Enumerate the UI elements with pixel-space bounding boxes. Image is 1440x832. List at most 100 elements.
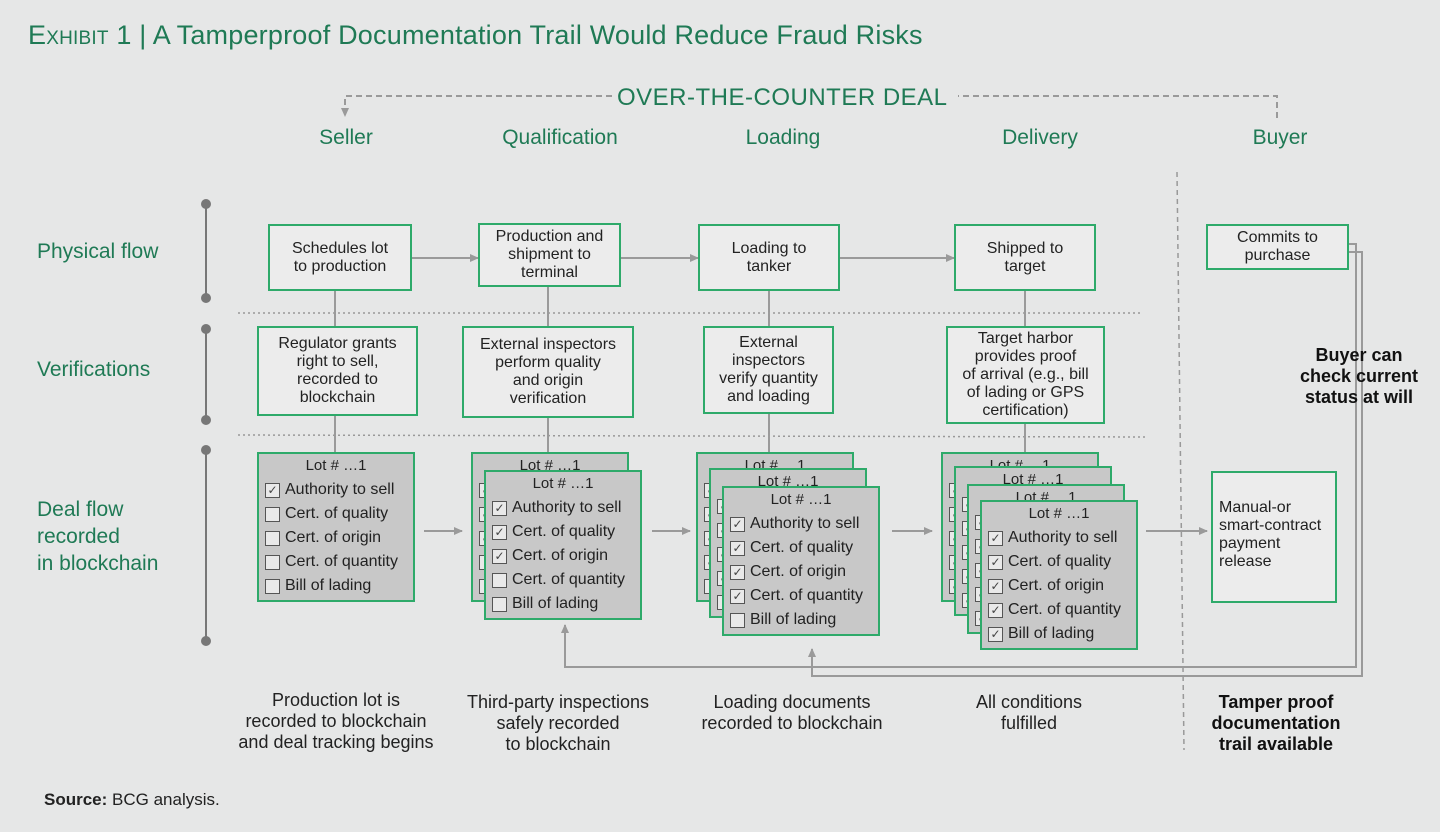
caption-line: check current [1299, 366, 1419, 386]
card-item-label: Bill of lading [750, 611, 837, 628]
card-item: Cert. of quality [265, 502, 407, 526]
card-item-label: Cert. of quality [750, 539, 854, 556]
lot-number: Lot # …1 [770, 491, 832, 508]
caption-loading: Loading documents recorded to blockchain [682, 692, 902, 734]
stage-seller: Seller [319, 126, 373, 149]
stage-buyer: Buyer [1252, 126, 1308, 149]
otc-deal-label: OVER-THE-COUNTER DEAL [615, 84, 950, 112]
card-item-label: Authority to sell [285, 481, 395, 498]
card-item: ✓ Cert. of quality [492, 520, 634, 544]
card-item: ✓Cert. of origin [988, 574, 1130, 598]
card-item-label: Cert. of quantity [285, 553, 398, 570]
box-line: External [739, 334, 798, 351]
empty-checkbox-icon [265, 506, 280, 522]
caption-line: trail available [1218, 734, 1334, 754]
checked-checkbox-icon: ✓ [730, 564, 745, 580]
row-label-verifications: Verifications [37, 358, 151, 381]
checked-checkbox-icon: ✓ [730, 540, 745, 556]
empty-checkbox-icon [265, 554, 280, 570]
card-item-label: Authority to sell [1008, 529, 1118, 546]
checked-checkbox-icon: ✓ [730, 588, 745, 604]
card-item-label: Cert. of origin [750, 563, 847, 580]
card-item: ✓ Cert. of quality [730, 536, 872, 560]
checked-checkbox-icon: ✓ [492, 500, 507, 516]
blockchain-card-qualification: Lot # …1✓Authority to sell✓Cert. of qual… [484, 470, 642, 620]
card-item-label: Cert. of quality [285, 505, 389, 522]
box-line: Regulator grants [278, 335, 397, 352]
caption-line: documentation [1211, 713, 1341, 733]
box-line: release [1219, 553, 1272, 570]
exhibit-number: Exhibit 1 [28, 20, 132, 50]
box-line: payment [1219, 535, 1281, 552]
card-item-label: Cert. of quantity [512, 571, 625, 588]
empty-checkbox-icon [730, 612, 745, 628]
card-item: ✓ Authority to sell [730, 512, 872, 536]
box-line: certification) [982, 402, 1069, 419]
box-line: terminal [521, 264, 578, 281]
row-label-line: Deal flow [37, 498, 124, 521]
row-label-line: in blockchain [37, 552, 159, 575]
card-item-label: Bill of lading [1008, 625, 1095, 642]
title-separator: | [139, 20, 147, 50]
row-separator [237, 434, 1147, 438]
box-line: recorded to [297, 371, 378, 388]
row-label-deal-flow: Deal flow recorded in blockchain [37, 496, 158, 577]
card-item-label: Cert. of origin [285, 529, 382, 546]
caption-line: Buyer can [1315, 345, 1403, 365]
lot-number: Lot # …1 [305, 457, 367, 474]
box-line: tanker [746, 257, 792, 275]
card-item: Bill of lading [492, 592, 634, 616]
box-line: verification [509, 390, 587, 407]
box-line: Shipped to [986, 239, 1064, 257]
card-item: ✓Cert. of quality [988, 550, 1130, 574]
caption-line: All conditions [975, 692, 1083, 712]
stage-loading: Loading [745, 126, 821, 149]
box-line: and loading [727, 388, 810, 405]
card-item: ✓Authority to sell [265, 478, 407, 502]
card-item-label: Authority to sell [750, 515, 860, 532]
card-item: Cert. of origin [265, 526, 407, 550]
box-line: blockchain [299, 389, 376, 406]
box-line: Loading to [731, 239, 807, 257]
card-item: ✓Cert. of quantity [730, 584, 872, 608]
box-line: Schedules lot [291, 239, 389, 257]
card-item-label: Bill of lading [285, 577, 372, 594]
box-line: Target harbor [977, 330, 1074, 347]
box-line: Manual-or [1219, 499, 1292, 516]
card-item: ✓Authority to sell [492, 496, 634, 520]
checked-checkbox-icon: ✓ [492, 524, 507, 540]
caption-line: status at will [1304, 387, 1414, 407]
lot-number: Lot # …1 [519, 457, 581, 474]
caption-line: and deal tracking begins [238, 732, 434, 752]
caption-line: safely recorded [496, 713, 620, 733]
buyer-separator [1176, 171, 1185, 751]
card-item-label: Cert. of quality [512, 523, 616, 540]
caption-line: Third-party inspections [466, 692, 650, 712]
box-line: purchase [1244, 247, 1311, 264]
box-line: Commits to [1237, 229, 1318, 246]
caption-delivery: All conditions fulfilled [939, 692, 1119, 734]
box-line: Production and [495, 228, 604, 245]
exhibit-title: Exhibit 1 | A Tamperproof Documentation … [28, 20, 923, 51]
checked-checkbox-icon: ✓ [730, 516, 745, 532]
row-label-physical-flow: Physical flow [37, 240, 159, 263]
box-line: perform quality [495, 354, 601, 371]
card-item: Cert. of quantity [265, 550, 407, 574]
checked-checkbox-icon: ✓ [492, 548, 507, 564]
box-line: External inspectors [479, 336, 617, 353]
caption-buyer: Tamper proof documentation trail availab… [1186, 692, 1366, 755]
empty-checkbox-icon [492, 572, 507, 588]
empty-checkbox-icon [265, 530, 280, 546]
card-item: ✓Cert. of origin [492, 544, 634, 568]
source-text: BCG analysis. [112, 790, 220, 809]
box-line: provides proof [974, 348, 1077, 365]
empty-checkbox-icon [265, 578, 280, 594]
checked-checkbox-icon: ✓ [988, 530, 1003, 546]
